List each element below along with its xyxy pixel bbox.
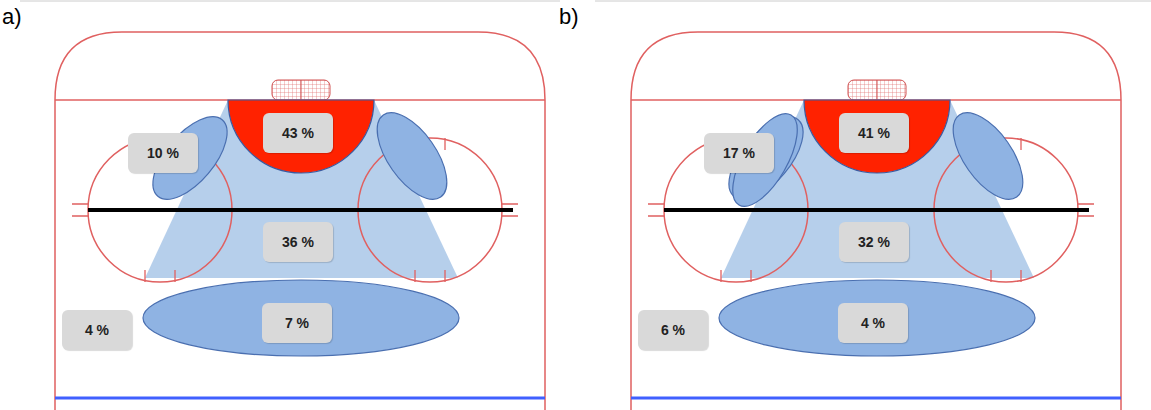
percent-box: 10 %	[128, 133, 198, 173]
percent-box: 7 %	[262, 303, 332, 343]
percent-value: 43 %	[282, 125, 314, 141]
percent-value: 41 %	[858, 125, 890, 141]
percent-value: 17 %	[723, 145, 755, 161]
percent-box: 4 %	[62, 310, 132, 350]
percent-box: 43 %	[263, 113, 333, 153]
rink-b	[631, 32, 1121, 410]
percent-value: 7 %	[285, 315, 309, 331]
panel-label: a)	[2, 4, 22, 30]
percent-box: 36 %	[263, 222, 333, 262]
percent-box: 6 %	[638, 310, 708, 350]
panel-label: b)	[559, 4, 579, 30]
percent-value: 10 %	[147, 145, 179, 161]
percent-value: 32 %	[858, 234, 890, 250]
percent-value: 4 %	[861, 315, 885, 331]
percent-box: 17 %	[704, 133, 774, 173]
percent-box: 32 %	[839, 222, 909, 262]
percent-value: 4 %	[85, 322, 109, 338]
rink-a	[55, 32, 545, 410]
percent-value: 36 %	[282, 234, 314, 250]
percent-value: 6 %	[661, 322, 685, 338]
percent-box: 4 %	[838, 303, 908, 343]
percent-box: 41 %	[839, 113, 909, 153]
